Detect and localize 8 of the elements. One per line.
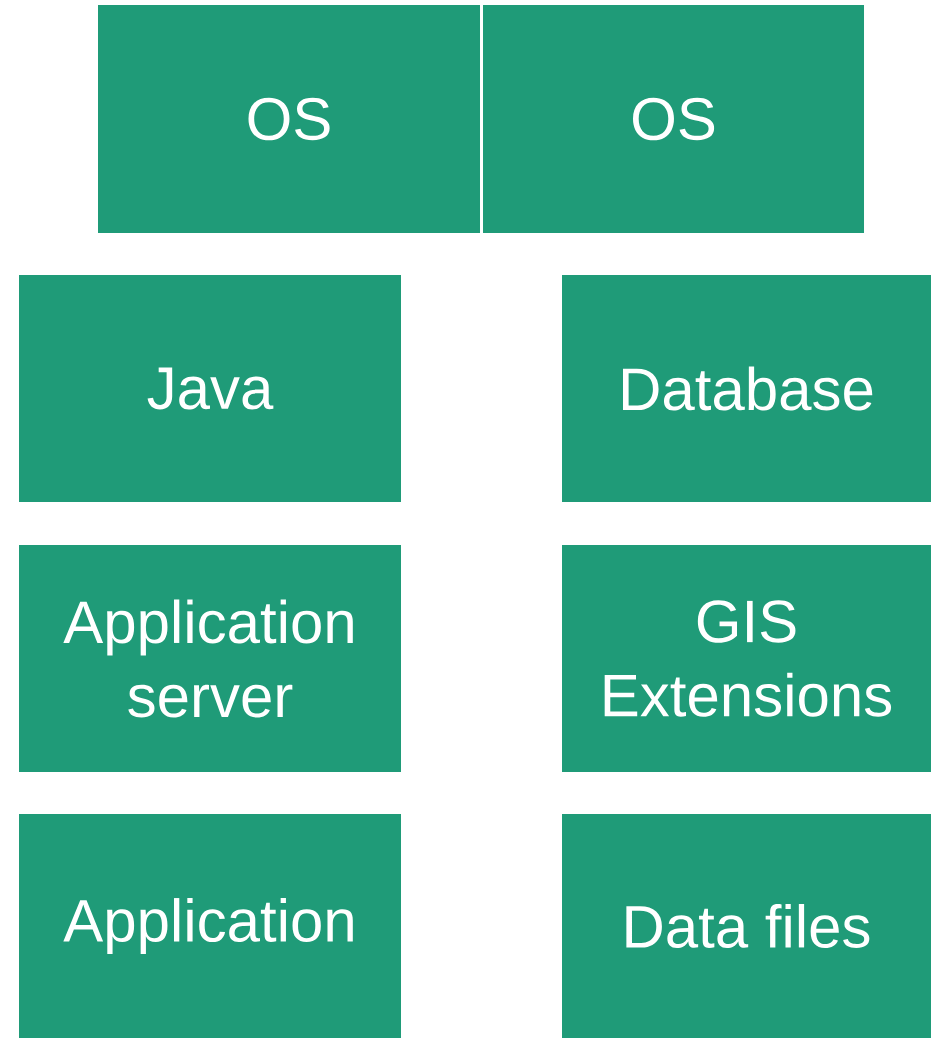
layer-box: Application server bbox=[19, 545, 401, 772]
layer-box: GIS Extensions bbox=[562, 545, 931, 772]
layer-box: Data files bbox=[562, 814, 931, 1038]
layer-box: OS bbox=[98, 5, 480, 233]
layer-box: OS bbox=[483, 5, 864, 233]
layer-box: Application bbox=[19, 814, 401, 1038]
layer-box: Java bbox=[19, 275, 401, 502]
layer-box: Database bbox=[562, 275, 931, 502]
